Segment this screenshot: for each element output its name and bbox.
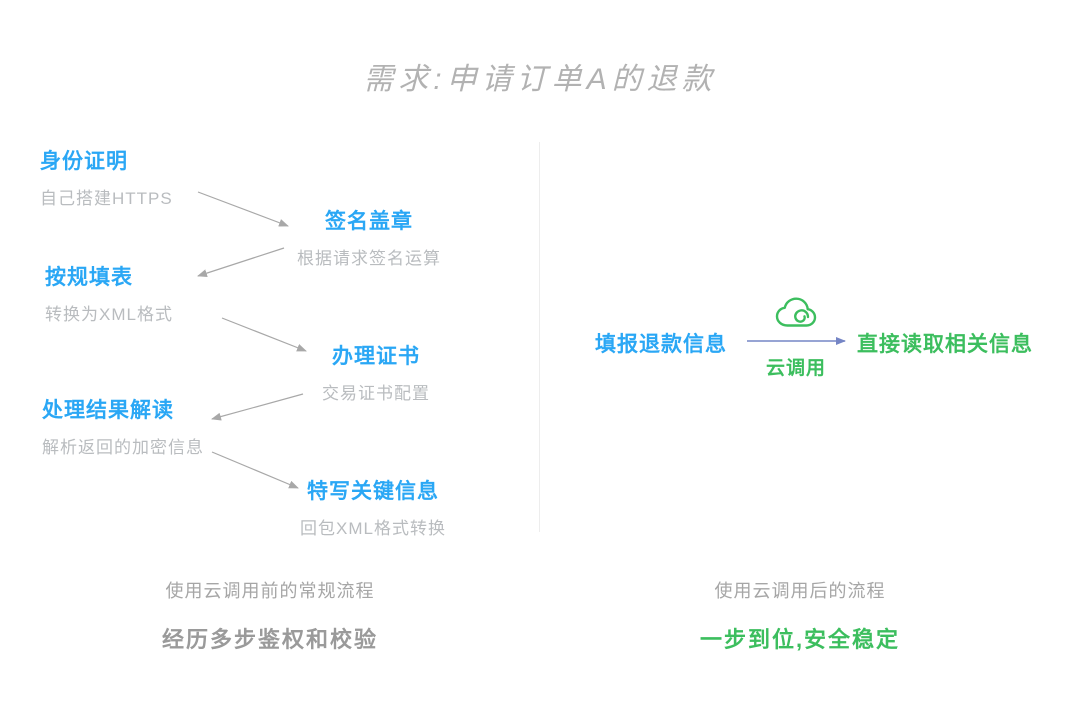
arrow-step3-step4: [221, 317, 307, 352]
step-sign-stamp: 签名盖章 根据请求签名运算: [280, 205, 458, 269]
after-caption-block: 使用云调用后的流程 一步到位,安全稳定: [535, 577, 1065, 654]
step-subtitle: 根据请求签名运算: [297, 249, 441, 268]
step-title: 按规填表: [45, 266, 133, 289]
step-title: 签名盖章: [325, 210, 413, 233]
before-summary: 经历多步鉴权和校验: [161, 627, 378, 652]
right-flow-start: 填报退款信息: [595, 333, 727, 356]
step-result-parse: 处理结果解读 解析返回的加密信息: [42, 394, 204, 458]
step-identity-proof: 身份证明 自己搭建HTTPS: [40, 145, 173, 209]
after-summary: 一步到位,安全稳定: [699, 627, 901, 652]
step-fill-form: 按规填表 转换为XML格式: [45, 261, 173, 325]
step-subtitle: 自己搭建HTTPS: [40, 189, 173, 208]
arrow-step2-step3: [197, 247, 285, 278]
right-flow-end: 直接读取相关信息: [857, 333, 1033, 356]
step-subtitle: 转换为XML格式: [45, 305, 173, 324]
before-caption-block: 使用云调用前的常规流程 经历多步鉴权和校验: [0, 577, 540, 654]
arrow-step1-step2: [197, 191, 289, 227]
step-title: 身份证明: [40, 150, 128, 173]
after-caption: 使用云调用后的流程: [714, 581, 886, 601]
step-title: 办理证书: [332, 345, 420, 368]
cloud-icon: [775, 297, 817, 327]
arrow-step4-step5: [211, 393, 304, 421]
before-caption: 使用云调用前的常规流程: [165, 581, 375, 601]
cloud-call-label: 云调用: [765, 358, 826, 379]
column-divider: [539, 142, 540, 532]
step-title: 特写关键信息: [307, 480, 439, 503]
page-title: 需求:申请订单A的退款: [363, 63, 717, 96]
step-subtitle: 交易证书配置: [322, 384, 430, 403]
step-subtitle: 回包XML格式转换: [300, 519, 446, 538]
step-subtitle: 解析返回的加密信息: [42, 438, 204, 457]
step-key-info: 特写关键信息 回包XML格式转换: [286, 475, 460, 539]
step-certificate: 办理证书 交易证书配置: [303, 340, 449, 404]
step-title: 处理结果解读: [42, 399, 174, 422]
